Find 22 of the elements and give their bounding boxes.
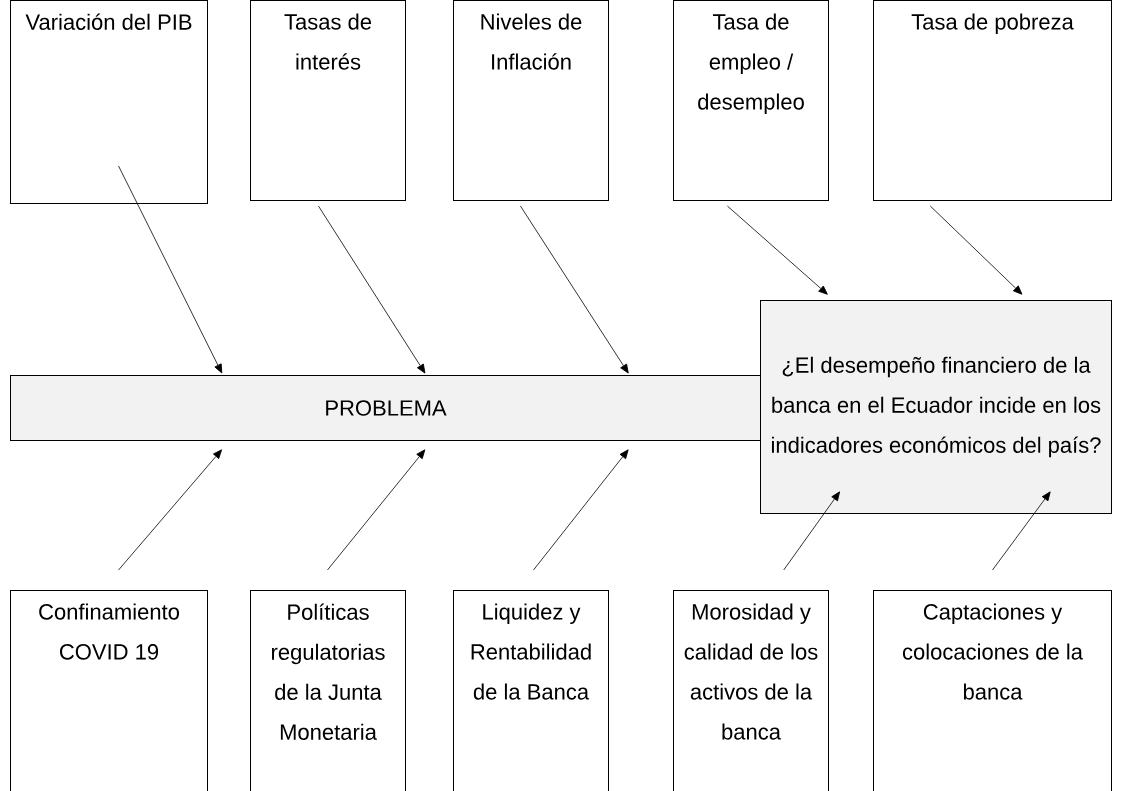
problem-box: ¿El desempeño financiero de la banca en el Ecuador incide en los indicadores económicos del país? <box>760 300 1112 514</box>
cause-box: Confinamiento COVID 19 <box>10 590 208 791</box>
cause-box: Captaciones y colocaciones de la banca <box>873 590 1112 791</box>
spine-band: PROBLEMA <box>10 375 761 441</box>
arrow <box>533 449 629 571</box>
cause-box: Tasa de empleo / desempleo <box>673 0 829 201</box>
arrow <box>118 165 223 374</box>
arrow <box>327 449 426 571</box>
arrow <box>783 491 840 571</box>
arrow <box>318 205 426 374</box>
cause-box: Variación del PIB <box>10 0 208 204</box>
cause-box: Niveles de Inflación <box>453 0 609 201</box>
cause-box: Liquidez y Rentabilidad de la Banca <box>453 590 609 791</box>
arrow <box>929 205 1023 295</box>
arrow <box>118 449 222 571</box>
arrow <box>992 491 1051 571</box>
arrow <box>726 205 828 295</box>
cause-box: Tasas de interés <box>250 0 406 201</box>
cause-box: Morosidad y calidad de los activos de la banca <box>673 590 829 791</box>
cause-box: Políticas regulatorias de la Junta Monetaria <box>250 590 406 791</box>
cause-box: Tasa de pobreza <box>873 0 1112 201</box>
arrow <box>520 205 629 374</box>
